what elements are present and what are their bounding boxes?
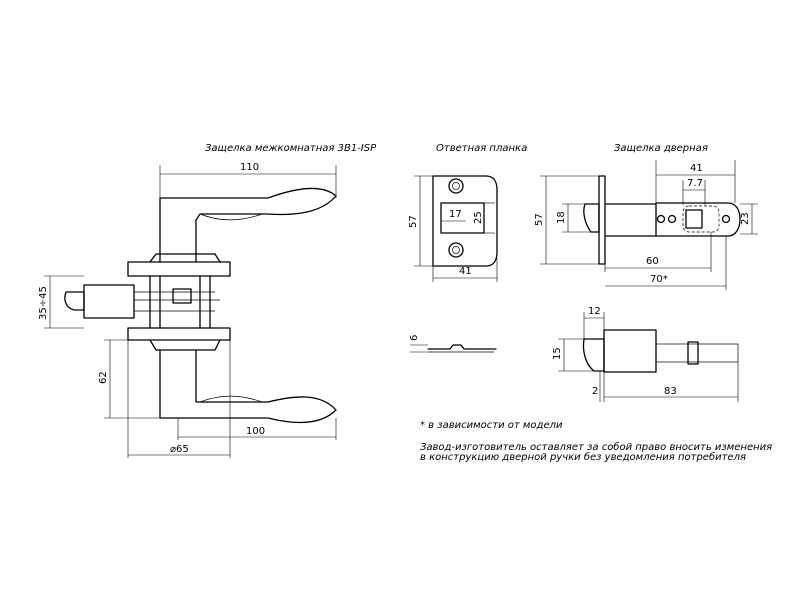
latch-dim-15: 15 xyxy=(552,347,563,360)
title-strike-plate: Ответная планка xyxy=(436,143,527,154)
notes: * в зависимости от модели Завод-изготови… xyxy=(420,420,772,463)
strike-plate-drawing: Ответная планка 57 17 25 41 6 xyxy=(408,143,527,353)
title-door-latch: Защелка дверная xyxy=(614,143,708,154)
latch-dim-18: 18 xyxy=(556,211,567,224)
handle-set-drawing: Защелка межкомнатная 3В1-ISP 110 xyxy=(38,143,377,458)
note-asterisk: * в зависимости от модели xyxy=(420,420,563,431)
strike-dim-25: 25 xyxy=(473,211,484,224)
latch-dim-23: 23 xyxy=(740,212,751,225)
latch-dim-83: 83 xyxy=(664,386,677,397)
latch-dim-2: 2 xyxy=(592,386,598,397)
dim-100: 100 xyxy=(246,426,265,437)
latch-dim-57: 57 xyxy=(534,213,545,226)
note-disclaimer-line1: Завод-изготовитель оставляет за собой пр… xyxy=(420,441,772,453)
strike-dim-57: 57 xyxy=(408,215,419,228)
latch-dim-60: 60 xyxy=(646,256,659,267)
strike-dim-6: 6 xyxy=(409,335,420,341)
dim-62: 62 xyxy=(98,371,109,384)
dim-35-45: 35÷45 xyxy=(38,286,49,320)
latch-dim-41: 41 xyxy=(690,163,703,174)
door-latch-drawing: Защелка дверная 41 7.7 57 18 xyxy=(534,143,758,402)
strike-dim-17: 17 xyxy=(449,209,462,220)
dim-65: ⌀65 xyxy=(170,444,189,455)
latch-dim-7-7: 7.7 xyxy=(687,178,703,189)
strike-dim-41: 41 xyxy=(459,266,472,277)
latch-dim-12: 12 xyxy=(588,306,601,317)
note-disclaimer-line2: в конструкцию дверной ручки без уведомле… xyxy=(420,451,746,463)
title-latch-interior: Защелка межкомнатная 3В1-ISP xyxy=(205,143,377,154)
latch-dim-70: 70* xyxy=(650,274,668,285)
dim-110: 110 xyxy=(240,162,259,173)
